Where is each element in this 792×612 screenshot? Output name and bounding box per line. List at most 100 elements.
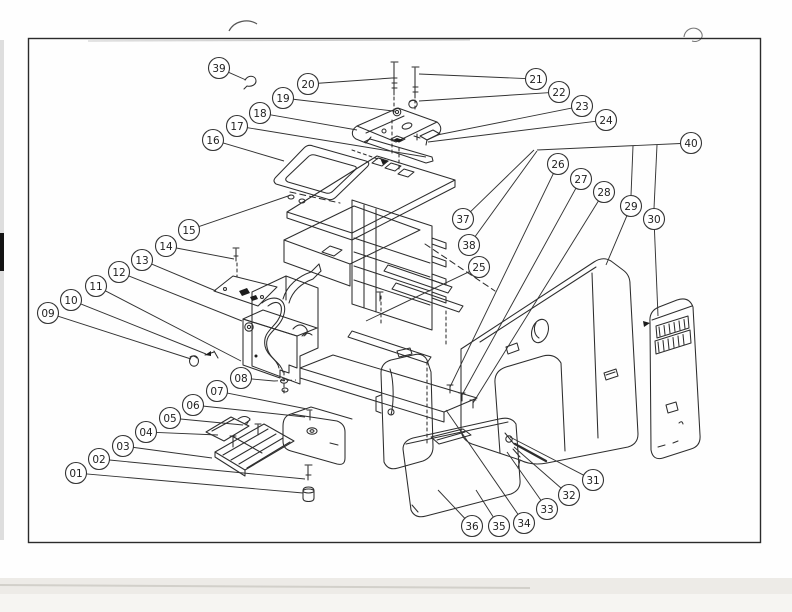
balloon-label-33: 33 <box>540 504 553 516</box>
top-screw-b-icon <box>411 66 420 111</box>
leader-line-03 <box>133 446 213 459</box>
balloon-33: 33 <box>535 497 559 521</box>
leader-up-30 <box>653 144 658 209</box>
balloon-label-07: 07 <box>210 386 223 398</box>
leader-line-37 <box>470 149 535 213</box>
balloon-label-23: 23 <box>575 101 588 113</box>
pen-squiggle-mark <box>683 27 703 42</box>
balloon-label-34: 34 <box>517 518 531 530</box>
leader-line-07 <box>227 392 308 410</box>
balloon-label-06: 06 <box>186 400 200 412</box>
leader-up-29 <box>630 145 634 196</box>
face-plate <box>643 298 701 460</box>
balloon-16: 16 <box>201 128 225 152</box>
leader-line-20 <box>318 77 393 84</box>
leader-line-17 <box>247 127 427 158</box>
balloon-39: 39 <box>207 56 231 80</box>
rear-cover-shell <box>460 258 639 469</box>
bed-screw <box>304 464 313 481</box>
balloon-label-21: 21 <box>529 74 542 86</box>
balloon-label-31: 31 <box>586 475 599 487</box>
leader-line-25 <box>365 271 470 322</box>
slide-plate <box>213 247 278 307</box>
balloon-label-27: 27 <box>574 174 587 186</box>
leader-line-22 <box>418 92 549 102</box>
cam-frame-panel <box>351 199 447 331</box>
balloon-label-13: 13 <box>135 255 148 267</box>
leader-line-16 <box>222 142 285 162</box>
leader-line-36 <box>437 489 466 519</box>
leader-line-33 <box>506 451 542 501</box>
leader-line-23 <box>436 107 572 136</box>
leader-line-04 <box>156 431 219 436</box>
curved-lever <box>282 263 322 337</box>
frame-left-support <box>251 275 319 385</box>
leader-line-12 <box>128 275 243 322</box>
top-screw-a-icon <box>390 61 399 114</box>
scan-artifacts <box>0 20 792 612</box>
saddle-bracket <box>351 107 442 173</box>
balloon-label-35: 35 <box>492 521 505 533</box>
end-cap <box>188 355 200 367</box>
balloon-15: 15 <box>177 218 201 242</box>
balloon-27: 27 <box>569 167 593 191</box>
leader-line-02 <box>109 459 306 480</box>
balloon-label-08: 08 <box>234 373 247 385</box>
pedal-bracket <box>205 415 251 442</box>
bobbin-cover-box <box>402 417 521 518</box>
balloon-label-12: 12 <box>112 267 125 279</box>
balloon-label-38: 38 <box>462 240 475 252</box>
balloon-label-14: 14 <box>159 241 173 253</box>
balloon-09: 09 <box>36 301 60 325</box>
leader-line-35 <box>475 489 494 518</box>
balloon-label-17: 17 <box>230 121 243 133</box>
leader-line-40 <box>536 143 681 151</box>
balloon-label-19: 19 <box>276 93 289 105</box>
balloon-10: 10 <box>59 288 83 312</box>
balloon-label-37: 37 <box>456 214 469 226</box>
base-bracket <box>242 309 318 397</box>
balloon-36: 36 <box>460 514 484 538</box>
balloon-label-39: 39 <box>212 63 225 75</box>
leader-line-34 <box>445 409 519 515</box>
balloon-02: 02 <box>87 447 111 471</box>
balloon-29: 29 <box>619 194 643 218</box>
leader-line-09 <box>57 315 192 360</box>
leader-line-26 <box>449 173 554 388</box>
leader-line-08 <box>251 378 275 382</box>
balloon-label-11: 11 <box>89 281 102 293</box>
balloon-label-29: 29 <box>624 201 637 213</box>
balloon-label-15: 15 <box>182 225 195 237</box>
leader-line-11 <box>105 290 242 362</box>
balloon-26: 26 <box>546 152 570 176</box>
balloon-35: 35 <box>487 514 511 538</box>
balloon-label-32: 32 <box>562 490 575 502</box>
rubber-foot <box>302 486 315 503</box>
leader-line-21 <box>418 73 526 80</box>
leader-line-14 <box>176 247 235 260</box>
balloon-label-26: 26 <box>551 159 565 171</box>
balloon-22: 22 <box>547 80 571 104</box>
leader-line-31 <box>509 436 584 476</box>
balloon-17: 17 <box>225 114 249 138</box>
balloon-31: 31 <box>581 468 605 492</box>
leader-line-38 <box>474 150 538 237</box>
scan-shadow-line <box>0 584 531 589</box>
balloon-03: 03 <box>111 434 135 458</box>
retainer-hook <box>243 75 257 90</box>
balloon-label-02: 02 <box>92 454 105 466</box>
leader-line-28 <box>472 200 599 404</box>
balloon-label-25: 25 <box>472 262 485 274</box>
leader-lines <box>57 71 681 519</box>
leader-line-05 <box>180 418 244 426</box>
balloon-34: 34 <box>512 511 536 535</box>
balloon-label-09: 09 <box>41 308 54 320</box>
balloon-label-24: 24 <box>599 115 613 127</box>
smudge-line <box>87 39 471 42</box>
balloon-label-16: 16 <box>206 135 220 147</box>
balloon-08: 08 <box>229 366 253 390</box>
leader-line-19 <box>293 98 394 112</box>
balloon-label-20: 20 <box>301 79 314 91</box>
